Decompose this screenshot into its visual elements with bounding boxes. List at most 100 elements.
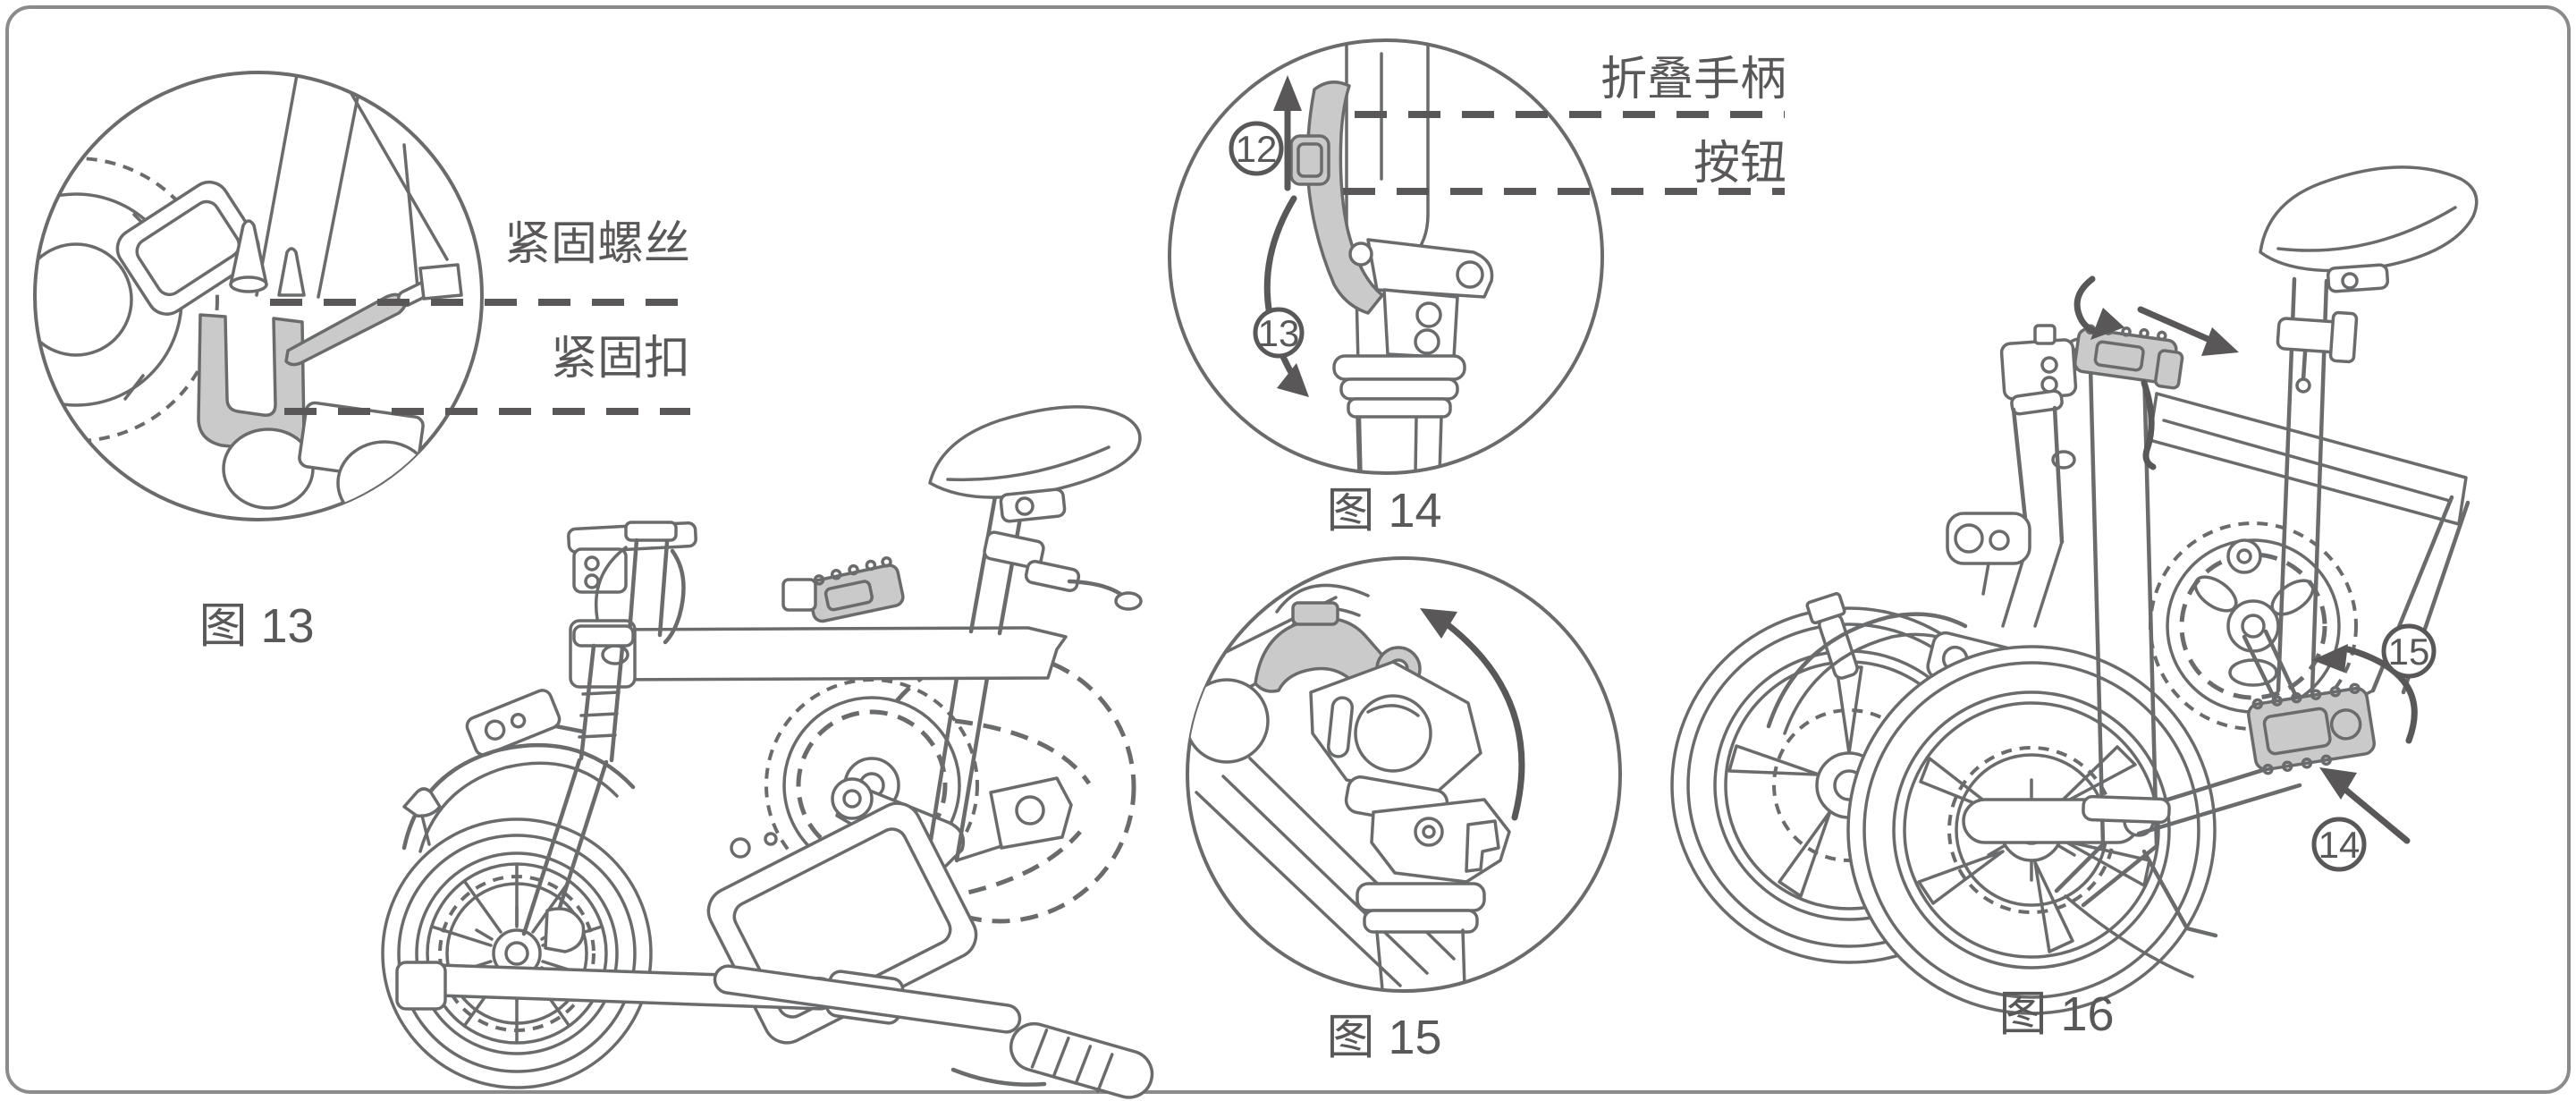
fork-ring bbox=[579, 712, 619, 717]
lug-hole bbox=[1456, 260, 1484, 289]
fold-arrowhead-icon bbox=[2201, 327, 2239, 356]
collar-ring bbox=[1332, 354, 1466, 381]
rotate-arrowhead-icon bbox=[1420, 608, 1457, 639]
swingarm-pivot-bolt bbox=[842, 789, 862, 809]
clamp-bolt bbox=[1414, 328, 1440, 355]
headlight bbox=[1946, 512, 2031, 596]
stem-cap bbox=[624, 521, 678, 542]
latch-stub bbox=[2033, 324, 2057, 345]
saddle-edge bbox=[946, 445, 1111, 482]
step-15-number: 15 bbox=[2388, 631, 2430, 673]
latch-hook bbox=[2141, 379, 2157, 470]
crank-rod bbox=[2136, 783, 2302, 836]
folded-stem-tube bbox=[2052, 405, 2065, 545]
fork-ring bbox=[578, 733, 617, 739]
figure-16-caption: 图 16 bbox=[1998, 987, 2114, 1041]
fastening-buckle-part bbox=[197, 313, 306, 454]
stay bbox=[955, 844, 1003, 862]
seatpost-clamp bbox=[983, 530, 1045, 570]
figure-14: 12 13 折叠手柄 按钮 图 14 bbox=[1168, 38, 1786, 538]
beam-line bbox=[2162, 419, 2452, 503]
fender-knob-stem bbox=[420, 814, 431, 846]
label-fastening-screw: 紧固螺丝 bbox=[504, 218, 690, 270]
small-tab bbox=[418, 263, 463, 301]
cone-spacer-small bbox=[277, 247, 306, 297]
seatpost-clamp-plate bbox=[2328, 310, 2359, 364]
crank-bar-cap bbox=[395, 961, 447, 1011]
step-13-number: 13 bbox=[1258, 312, 1300, 354]
figure-16: 15 14 图 16 bbox=[1670, 165, 2479, 1041]
step-badge-15 bbox=[2381, 623, 2437, 679]
brake-lever bbox=[950, 1067, 1047, 1087]
clamp-pin-tip bbox=[2295, 377, 2311, 394]
reflector-pad bbox=[115, 180, 260, 316]
rotate-arrow-icon bbox=[1441, 619, 1525, 821]
step15-arrowhead-icon bbox=[2312, 644, 2348, 673]
figure-13-caption: 图 13 bbox=[198, 599, 314, 653]
stem-hole bbox=[2051, 450, 2076, 470]
lever-hole bbox=[1348, 241, 1373, 267]
head-tube bbox=[627, 538, 639, 636]
kickstand bbox=[2141, 849, 2218, 938]
stem-tube bbox=[2088, 364, 2106, 847]
fold-arrow-straight-icon bbox=[2137, 306, 2217, 345]
brake-cable bbox=[594, 546, 628, 621]
collar-ring bbox=[1339, 377, 1459, 401]
pivot-joint bbox=[2226, 538, 2262, 574]
rear-fender bbox=[1766, 612, 1968, 729]
hinge-hook bbox=[1465, 819, 1500, 873]
axle-bulb bbox=[222, 428, 315, 510]
button-face bbox=[1296, 142, 1323, 178]
folded-handlebar bbox=[713, 964, 1022, 1034]
rotate-arrowhead-icon bbox=[1277, 363, 1309, 397]
valve-stub bbox=[1805, 592, 1859, 680]
hinge-screw-center bbox=[1422, 825, 1436, 839]
fold-arrowhead-icon bbox=[2090, 308, 2124, 340]
label-button: 按钮 bbox=[1693, 138, 1786, 190]
step-14-number: 14 bbox=[2318, 824, 2361, 866]
hinge-slot bbox=[1326, 696, 1355, 758]
figure-15-detail bbox=[1187, 583, 1511, 991]
step-12-number: 12 bbox=[1236, 128, 1278, 170]
fold-arrow-curved-icon bbox=[2073, 275, 2101, 336]
collar-ring bbox=[1356, 882, 1486, 912]
latch-bracket bbox=[1999, 338, 2078, 401]
figure-15-caption: 图 15 bbox=[1326, 1011, 1441, 1064]
front-reflector bbox=[465, 689, 562, 757]
step-badge-13 bbox=[1253, 307, 1305, 359]
rear-fender-inner bbox=[1783, 632, 1958, 735]
latch-collar bbox=[2010, 389, 2064, 416]
hinge-screw bbox=[1414, 817, 1444, 847]
fork-ring bbox=[581, 690, 621, 696]
chain-lower bbox=[940, 830, 1082, 901]
fork-leg bbox=[609, 645, 625, 763]
step14-arrow-icon bbox=[2341, 785, 2411, 844]
cone-base bbox=[229, 275, 268, 293]
fork-leg bbox=[2054, 842, 2106, 894]
step15-arc-arrow-icon bbox=[2344, 646, 2418, 744]
folded-stem-tube bbox=[2033, 540, 2064, 628]
figure-15: 图 15 bbox=[1186, 556, 1622, 1064]
swingarm-pivot bbox=[831, 777, 874, 820]
clamp-pin bbox=[2301, 350, 2308, 382]
head-tube bbox=[657, 539, 670, 638]
hinge-hole bbox=[1354, 694, 1432, 773]
clamp-tab bbox=[1291, 601, 1339, 626]
saddle-bolt bbox=[1015, 496, 1035, 516]
up-arrowhead-icon bbox=[1273, 75, 1302, 111]
brake-caliper bbox=[544, 907, 586, 953]
button-knob bbox=[1289, 134, 1330, 186]
step14-arrowhead-icon bbox=[2319, 767, 2357, 800]
cone-spacer bbox=[229, 219, 268, 286]
collar-ring bbox=[1363, 909, 1479, 934]
latch-hook bbox=[663, 548, 686, 645]
fork-leg bbox=[579, 643, 596, 761]
front-wheel bbox=[381, 817, 653, 1089]
dropout-bolt bbox=[1015, 795, 1045, 826]
kickstand-cable bbox=[2064, 894, 2194, 978]
pedal-bracket bbox=[781, 578, 817, 612]
collar-ring bbox=[1347, 397, 1452, 419]
reflector-stalk bbox=[553, 724, 586, 734]
